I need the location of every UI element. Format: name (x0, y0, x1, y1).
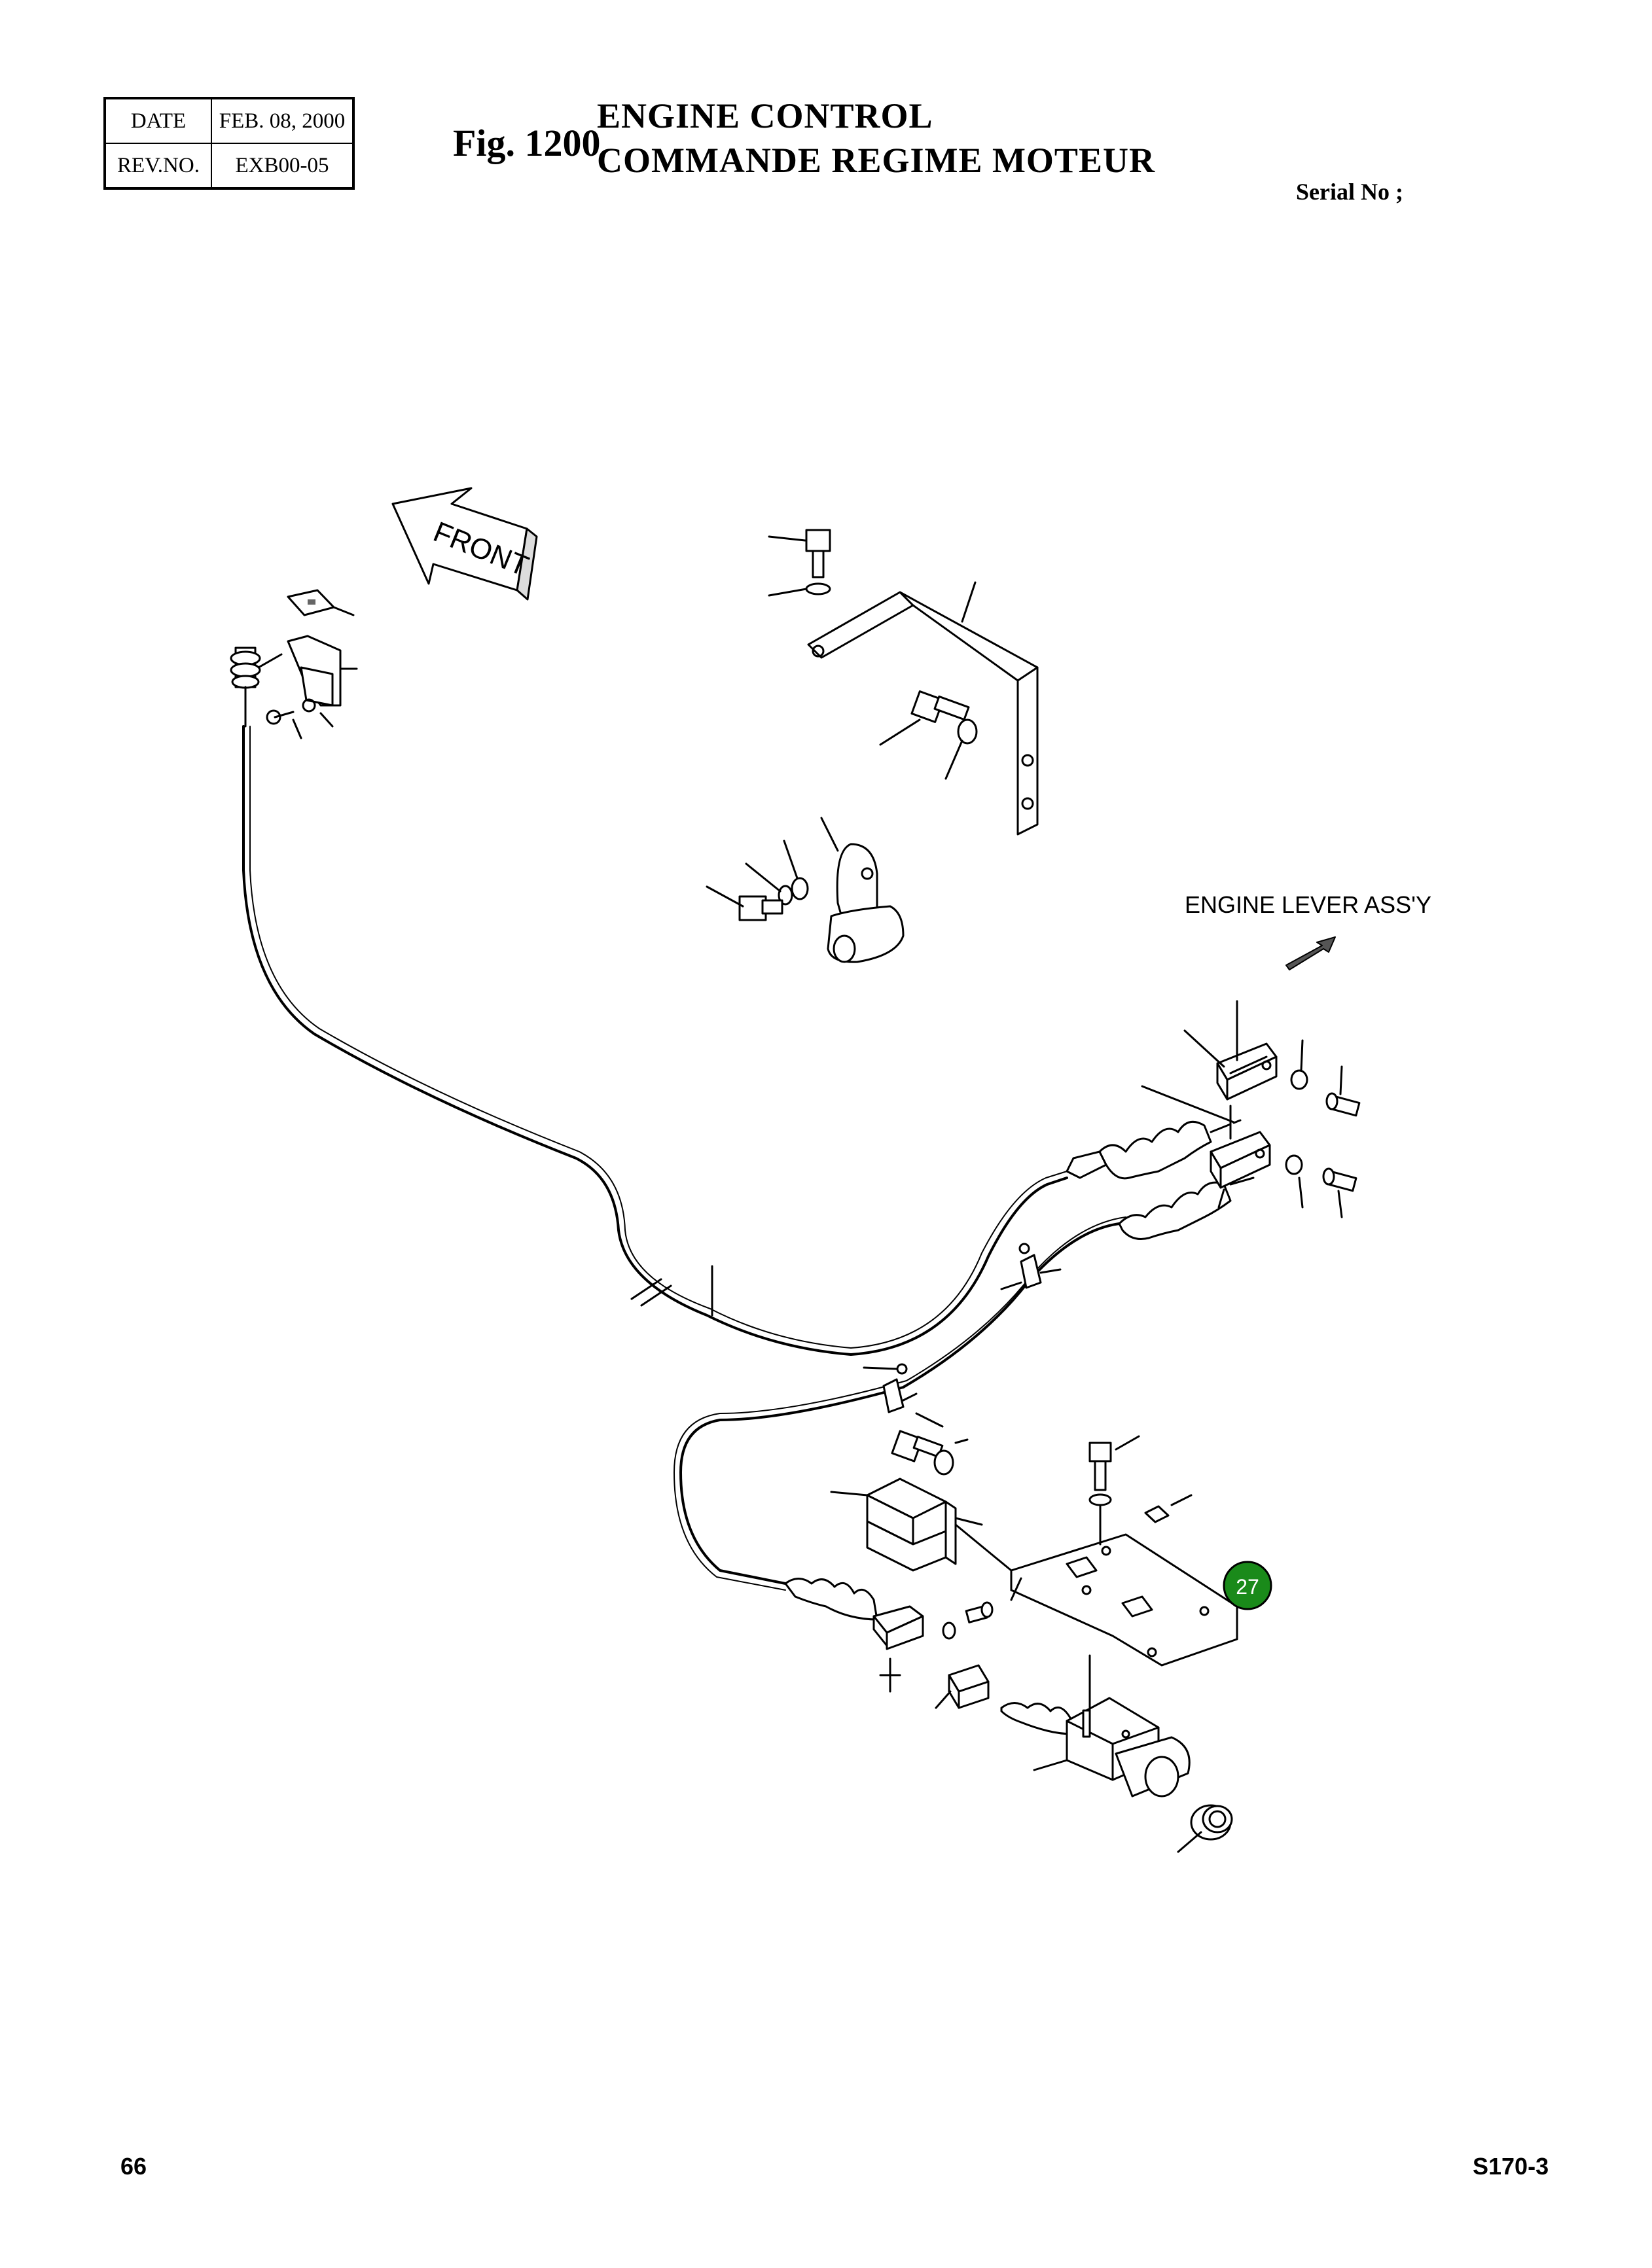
upper-left-bracket (266, 589, 358, 739)
rev-value: EXB00-05 (211, 143, 354, 189)
bolt-top (768, 529, 831, 597)
bolt-middle (879, 690, 978, 780)
engine-lever-arrow (1285, 936, 1336, 970)
cable-clamp-1 (1000, 1243, 1062, 1290)
revision-table: DATE FEB. 08, 2000 REV.NO. EXB00-05 (103, 97, 355, 190)
clevis-lower (1141, 1085, 1357, 1218)
bottom-bolt-1 (891, 1412, 969, 1476)
date-value: FEB. 08, 2000 (211, 97, 354, 144)
clevis-upper (1183, 1000, 1361, 1117)
callout-27: 27 (1223, 1561, 1272, 1610)
plate-bolt (1088, 1435, 1193, 1546)
cable-end-fitting (230, 647, 283, 728)
model-code: S170-3 (1473, 2153, 1549, 2180)
page-number: 66 (120, 2153, 147, 2180)
serial-number-label: Serial No ; (1296, 179, 1403, 205)
callout-circle (1223, 1561, 1272, 1610)
rev-label: REV.NO. (104, 143, 212, 189)
cable-spring-2 (1118, 1177, 1255, 1240)
date-label: DATE (104, 97, 212, 144)
front-arrow: FRONT (391, 487, 538, 601)
callout-number: 27 (1236, 1575, 1259, 1599)
figure-number: Fig. 1200 (453, 122, 601, 164)
title-french: COMMANDE REGIME MOTEUR (597, 141, 1155, 180)
cylinder-block (1000, 1654, 1191, 1798)
base-plate (954, 1523, 1238, 1667)
cable-spring-1 (1066, 1119, 1242, 1180)
bushing (1177, 1804, 1233, 1853)
cable-clamp-2 (863, 1363, 918, 1413)
channel-bracket (830, 1478, 983, 1572)
support-bracket (807, 581, 1039, 836)
title-english: ENGINE CONTROL (597, 96, 933, 135)
long-cable (242, 725, 1068, 1356)
engine-lever-label: ENGINE LEVER ASS'Y (1185, 891, 1431, 918)
pivot-block (935, 1664, 990, 1709)
lever-bracket (706, 817, 905, 963)
bottom-spring (784, 1578, 994, 1693)
